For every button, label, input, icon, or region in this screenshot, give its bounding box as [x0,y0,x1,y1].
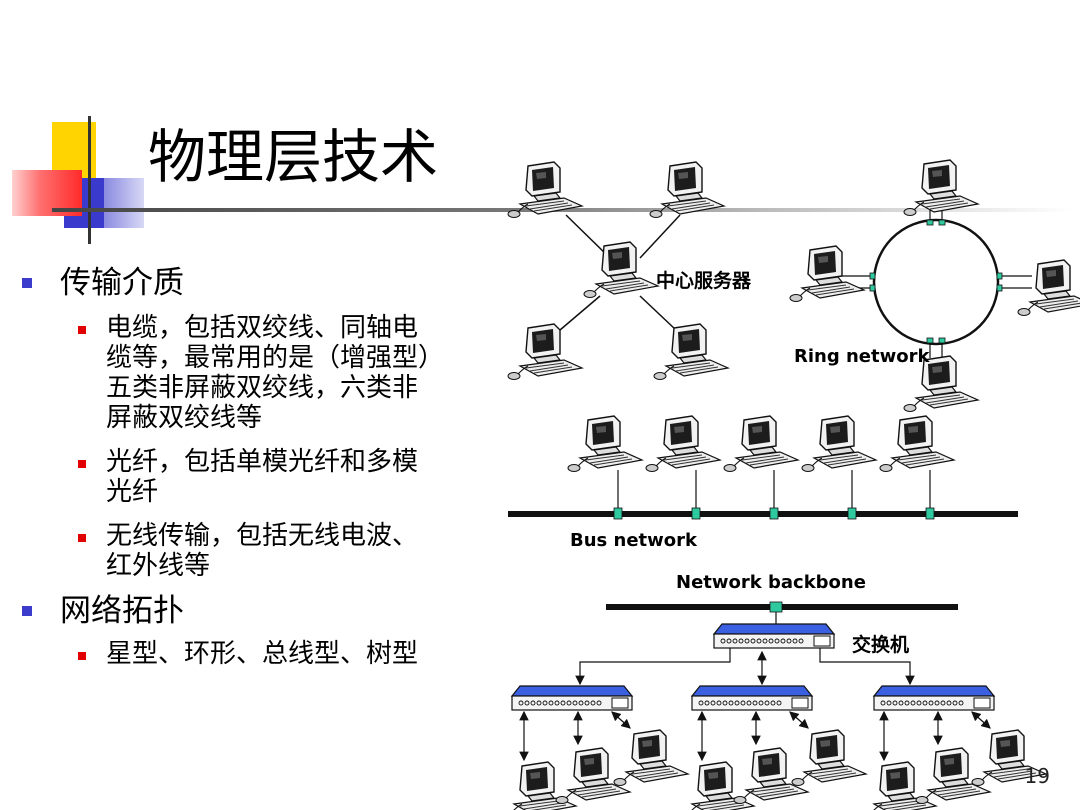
switch-icon [511,685,633,711]
switch-icon [713,623,835,649]
switch-label: 交换机 [852,634,910,656]
media-item-2-line-1: 光纤，包括单模光纤和多模 [106,447,419,477]
computer-icon [789,245,865,303]
media-item-1-line-2: 缆等，最常用的是（增强型） [106,343,445,373]
media-heading: 传输介质 [60,265,184,301]
ring-network [789,159,1080,413]
media-item-1-line-1: 电缆，包括双绞线、同轴电 [106,313,419,343]
switch-icon [873,685,995,711]
switch-icon [691,685,813,711]
bus-network [508,415,1018,520]
computer-icon [653,323,729,381]
bullet-marker [22,606,32,616]
computer-icon [567,415,643,473]
title-decoration [0,0,150,250]
star-center-label: 中心服务器 [656,270,752,292]
media-item-3-line-1: 无线传输，包括无线电波、 [106,521,419,551]
computer-icon [507,161,583,219]
computer-icon [903,159,979,217]
topology-item-1: 星型、环形、总线型、树型 [106,639,419,669]
computer-icon [645,415,721,473]
page-number: 19 [1024,764,1050,788]
computer-icon [801,415,877,473]
computer-icon [613,729,689,787]
decor-blue-fade [104,178,144,228]
tree-network [501,601,1047,810]
bullet-marker [78,326,86,334]
backbone-label: Network backbone [676,572,866,593]
computer-icon [555,747,631,805]
computer-icon [791,729,867,787]
computer-icon [723,415,799,473]
computer-icon [733,747,809,805]
computer-icon [879,415,955,473]
star-network [507,161,729,381]
decor-vertical-line [88,116,91,244]
media-item-1-line-3: 五类非屏蔽双绞线，六类非 [106,373,419,403]
bullet-marker [78,652,86,660]
bullet-marker [78,460,86,468]
bullet-marker [22,278,32,288]
topology-heading: 网络拓扑 [60,593,184,629]
media-item-2-line-2: 光纤 [106,477,159,507]
media-item-1-line-4: 屏蔽双绞线等 [106,403,263,433]
ring-network-label: Ring network [794,346,930,367]
bus-network-label: Bus network [570,530,697,551]
bullet-marker [78,534,86,542]
computer-icon [649,161,725,219]
media-item-3-line-2: 红外线等 [106,551,211,581]
computer-icon [915,747,991,805]
page-title: 物理层技术 [148,123,439,191]
computer-icon [507,323,583,381]
